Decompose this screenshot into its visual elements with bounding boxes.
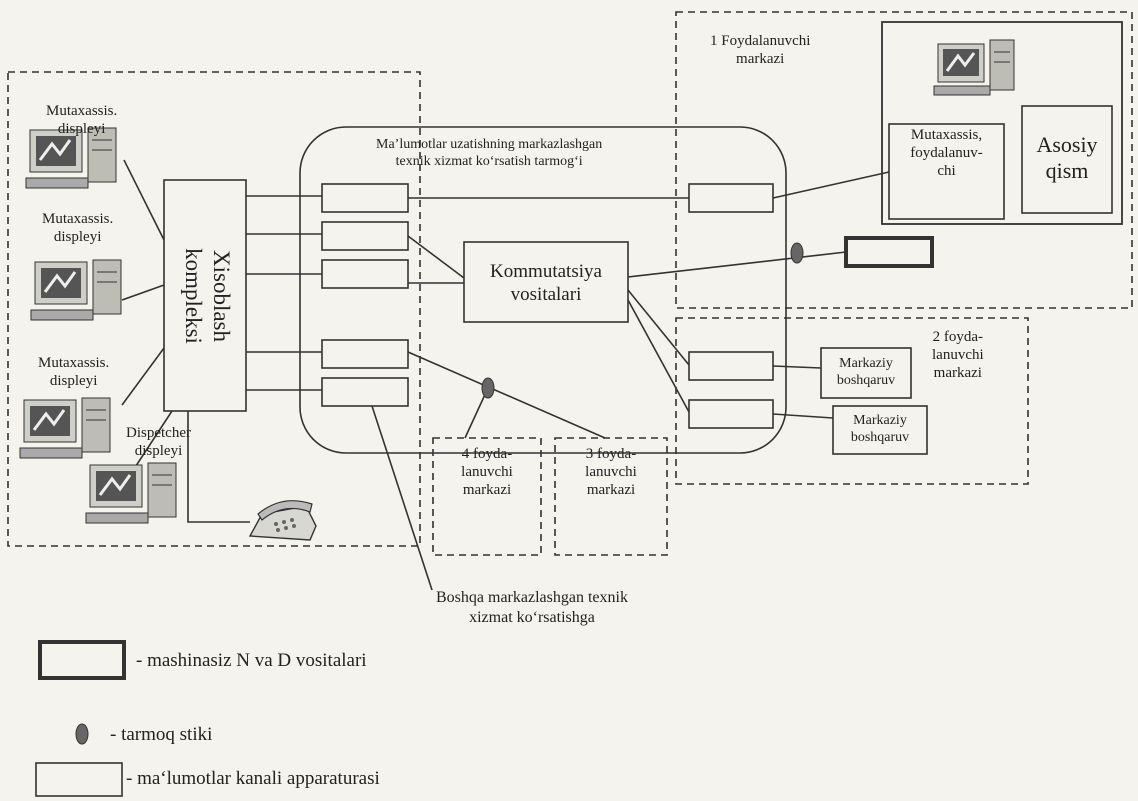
network-region bbox=[299, 126, 787, 454]
legend-network-node-text: - tarmoq stiki bbox=[110, 724, 213, 745]
channel-box-3 bbox=[321, 259, 409, 289]
network-title: Ma’lumotlar uzatishning markazlashgan te… bbox=[376, 137, 603, 169]
center-3-label: 3 foyda- lanuvchi markazi bbox=[585, 446, 637, 498]
main-part-label: Asosiy qism bbox=[1036, 132, 1098, 183]
computer-icon-4 bbox=[85, 462, 177, 524]
computer-icon-5 bbox=[933, 39, 1015, 96]
channel-box-5 bbox=[321, 377, 409, 407]
computer-icon-2 bbox=[30, 259, 122, 321]
center-4-label: 4 foyda- lanuvchi markazi bbox=[461, 446, 513, 498]
display-label-2: Mutaxassis. displeyi bbox=[42, 211, 114, 245]
legend-channel-box bbox=[35, 762, 123, 797]
central-control-box-2 bbox=[832, 405, 928, 455]
center-2-label: 2 foyda- lanuvchi markazi bbox=[932, 329, 984, 381]
center-4-region-dashed bbox=[432, 437, 542, 556]
switching-label: Kommutatsiya vositalari bbox=[490, 261, 602, 305]
center-1-inner-box bbox=[881, 21, 1123, 225]
center-1-label: 1 Foydalanuvchi markazi bbox=[710, 33, 811, 67]
channel-box-2 bbox=[321, 221, 409, 251]
center-1-region-dashed bbox=[675, 11, 1133, 309]
computing-complex-label: Xisoblash kompleksi bbox=[181, 248, 234, 344]
legend-machineless-box bbox=[38, 640, 126, 680]
legend-channel-text: - ma‘lumotlar kanali apparaturasi bbox=[126, 768, 380, 789]
display-label-1: Mutaxassis. displeyi bbox=[46, 103, 118, 137]
channel-box-4 bbox=[321, 339, 409, 369]
specialist-user-box bbox=[888, 123, 1005, 220]
computing-complex-box bbox=[163, 179, 247, 412]
central-control-label-1: Markaziy boshqaruv bbox=[836, 356, 896, 388]
network-node-2 bbox=[481, 377, 495, 399]
channel-box-1 bbox=[321, 183, 409, 213]
central-control-label-2: Markaziy boshqaruv bbox=[850, 413, 910, 445]
center-3-region-dashed bbox=[554, 437, 668, 556]
channel-box-8 bbox=[688, 399, 774, 429]
computer-icon-1 bbox=[25, 127, 117, 189]
specialist-user-label: Mutaxassis, foydalanuv- chi bbox=[910, 127, 983, 179]
center-2-region-dashed bbox=[675, 317, 1029, 485]
computer-icon-3 bbox=[19, 397, 111, 459]
central-control-box-1 bbox=[820, 347, 912, 399]
legend-machineless-text: - mashinasiz N va D vositalari bbox=[136, 650, 367, 671]
left-region-dashed bbox=[7, 71, 421, 547]
telephone-icon bbox=[248, 500, 317, 541]
network-node-1 bbox=[790, 242, 804, 264]
machineless-box bbox=[844, 236, 934, 268]
display-label-3: Mutaxassis. displeyi bbox=[38, 355, 110, 389]
channel-box-7 bbox=[688, 351, 774, 381]
other-centers-label: Boshqa markazlashgan texnik xizmat ko‘rs… bbox=[436, 589, 628, 626]
switching-box bbox=[463, 241, 629, 323]
main-part-box bbox=[1021, 105, 1113, 214]
legend-network-node bbox=[75, 723, 89, 745]
dispatcher-display-label: Dispetcher displeyi bbox=[126, 425, 191, 459]
channel-box-6 bbox=[688, 183, 774, 213]
